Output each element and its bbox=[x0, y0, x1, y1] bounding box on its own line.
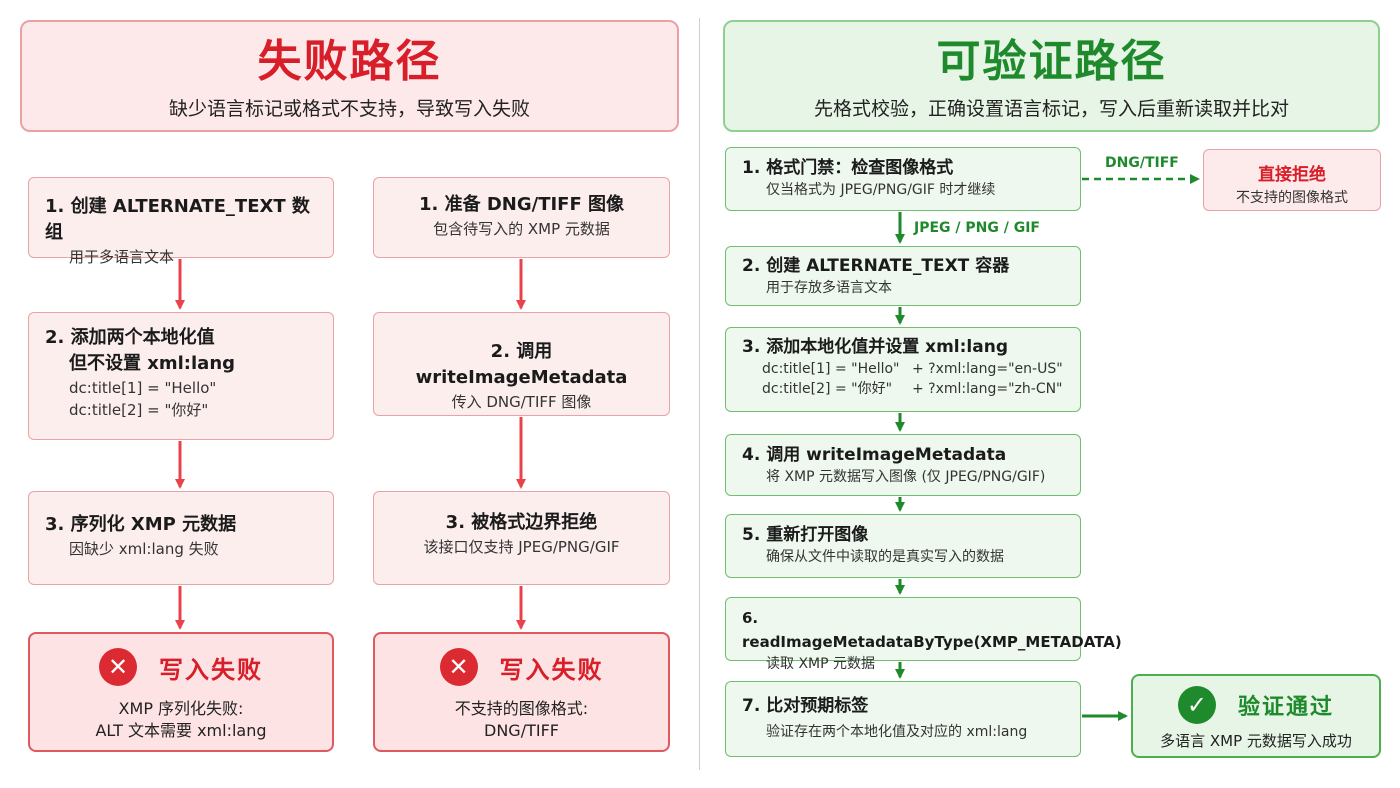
verify-step-5: 5. 重新打开图像 确保从文件中读取的是真实写入的数据 bbox=[725, 514, 1081, 578]
fail1-step-3: 3. 序列化 XMP 元数据 因缺少 xml:lang 失败 bbox=[28, 491, 334, 585]
verify-step-6: 6. readImageMetadataByType(XMP_METADATA)… bbox=[725, 597, 1122, 672]
pass-result: ✓ 验证通过 多语言 XMP 元数据写入成功 bbox=[1131, 674, 1381, 758]
fail1-step-1: 1. 创建 ALTERNATE_TEXT 数组 用于多语言文本 bbox=[28, 177, 334, 266]
fail1-result: ✕ 写入失败 XMP 序列化失败: ALT 文本需要 xml:lang bbox=[28, 632, 334, 752]
x-circle-icon: ✕ bbox=[99, 648, 137, 686]
fail2-step-2: 2. 调用 writeImageMetadata 传入 DNG/TIFF 图像 bbox=[373, 312, 670, 416]
fail1-step-2: 2. 添加两个本地化值 但不设置 xml:lang dc:title[1] = … bbox=[28, 312, 334, 440]
verify-step-1: 1. 格式门禁：检查图像格式 仅当格式为 JPEG/PNG/GIF 时才继续 bbox=[725, 147, 1081, 211]
fail2-step-3: 3. 被格式边界拒绝 该接口仅支持 JPEG/PNG/GIF bbox=[373, 491, 670, 585]
verifiable-path-subtitle: 先格式校验，正确设置语言标记，写入后重新读取并比对 bbox=[813, 98, 1289, 120]
verify-step-2: 2. 创建 ALTERNATE_TEXT 容器 用于存放多语言文本 bbox=[725, 246, 1081, 306]
reject-edge-label: DNG/TIFF bbox=[1105, 155, 1179, 171]
verify-step-7: 7. 比对预期标签 验证存在两个本地化值及对应的 xml:lang bbox=[725, 681, 1081, 757]
failure-path-title: 失败路径 bbox=[257, 36, 442, 87]
pass-edge-label: JPEG / PNG / GIF bbox=[914, 220, 1040, 236]
verify-step-4: 4. 调用 writeImageMetadata 将 XMP 元数据写入图像 (… bbox=[725, 434, 1081, 496]
verifiable-path-header: 可验证路径 先格式校验，正确设置语言标记，写入后重新读取并比对 bbox=[723, 20, 1380, 132]
check-circle-icon: ✓ bbox=[1177, 686, 1216, 724]
verify-step-3: 3. 添加本地化值并设置 xml:lang dc:title[1] = "Hel… bbox=[725, 327, 1081, 412]
reject-box: 直接拒绝 不支持的图像格式 bbox=[1203, 149, 1381, 211]
x-circle-icon: ✕ bbox=[439, 648, 478, 686]
fail2-result: ✕ 写入失败 不支持的图像格式: DNG/TIFF bbox=[373, 632, 670, 752]
failure-path-header: 失败路径 缺少语言标记或格式不支持，导致写入失败 bbox=[20, 20, 679, 132]
center-divider bbox=[699, 18, 700, 770]
fail2-step-1: 1. 准备 DNG/TIFF 图像 包含待写入的 XMP 元数据 bbox=[373, 177, 670, 258]
failure-path-subtitle: 缺少语言标记或格式不支持，导致写入失败 bbox=[168, 98, 530, 120]
verifiable-path-title: 可验证路径 bbox=[936, 36, 1167, 87]
